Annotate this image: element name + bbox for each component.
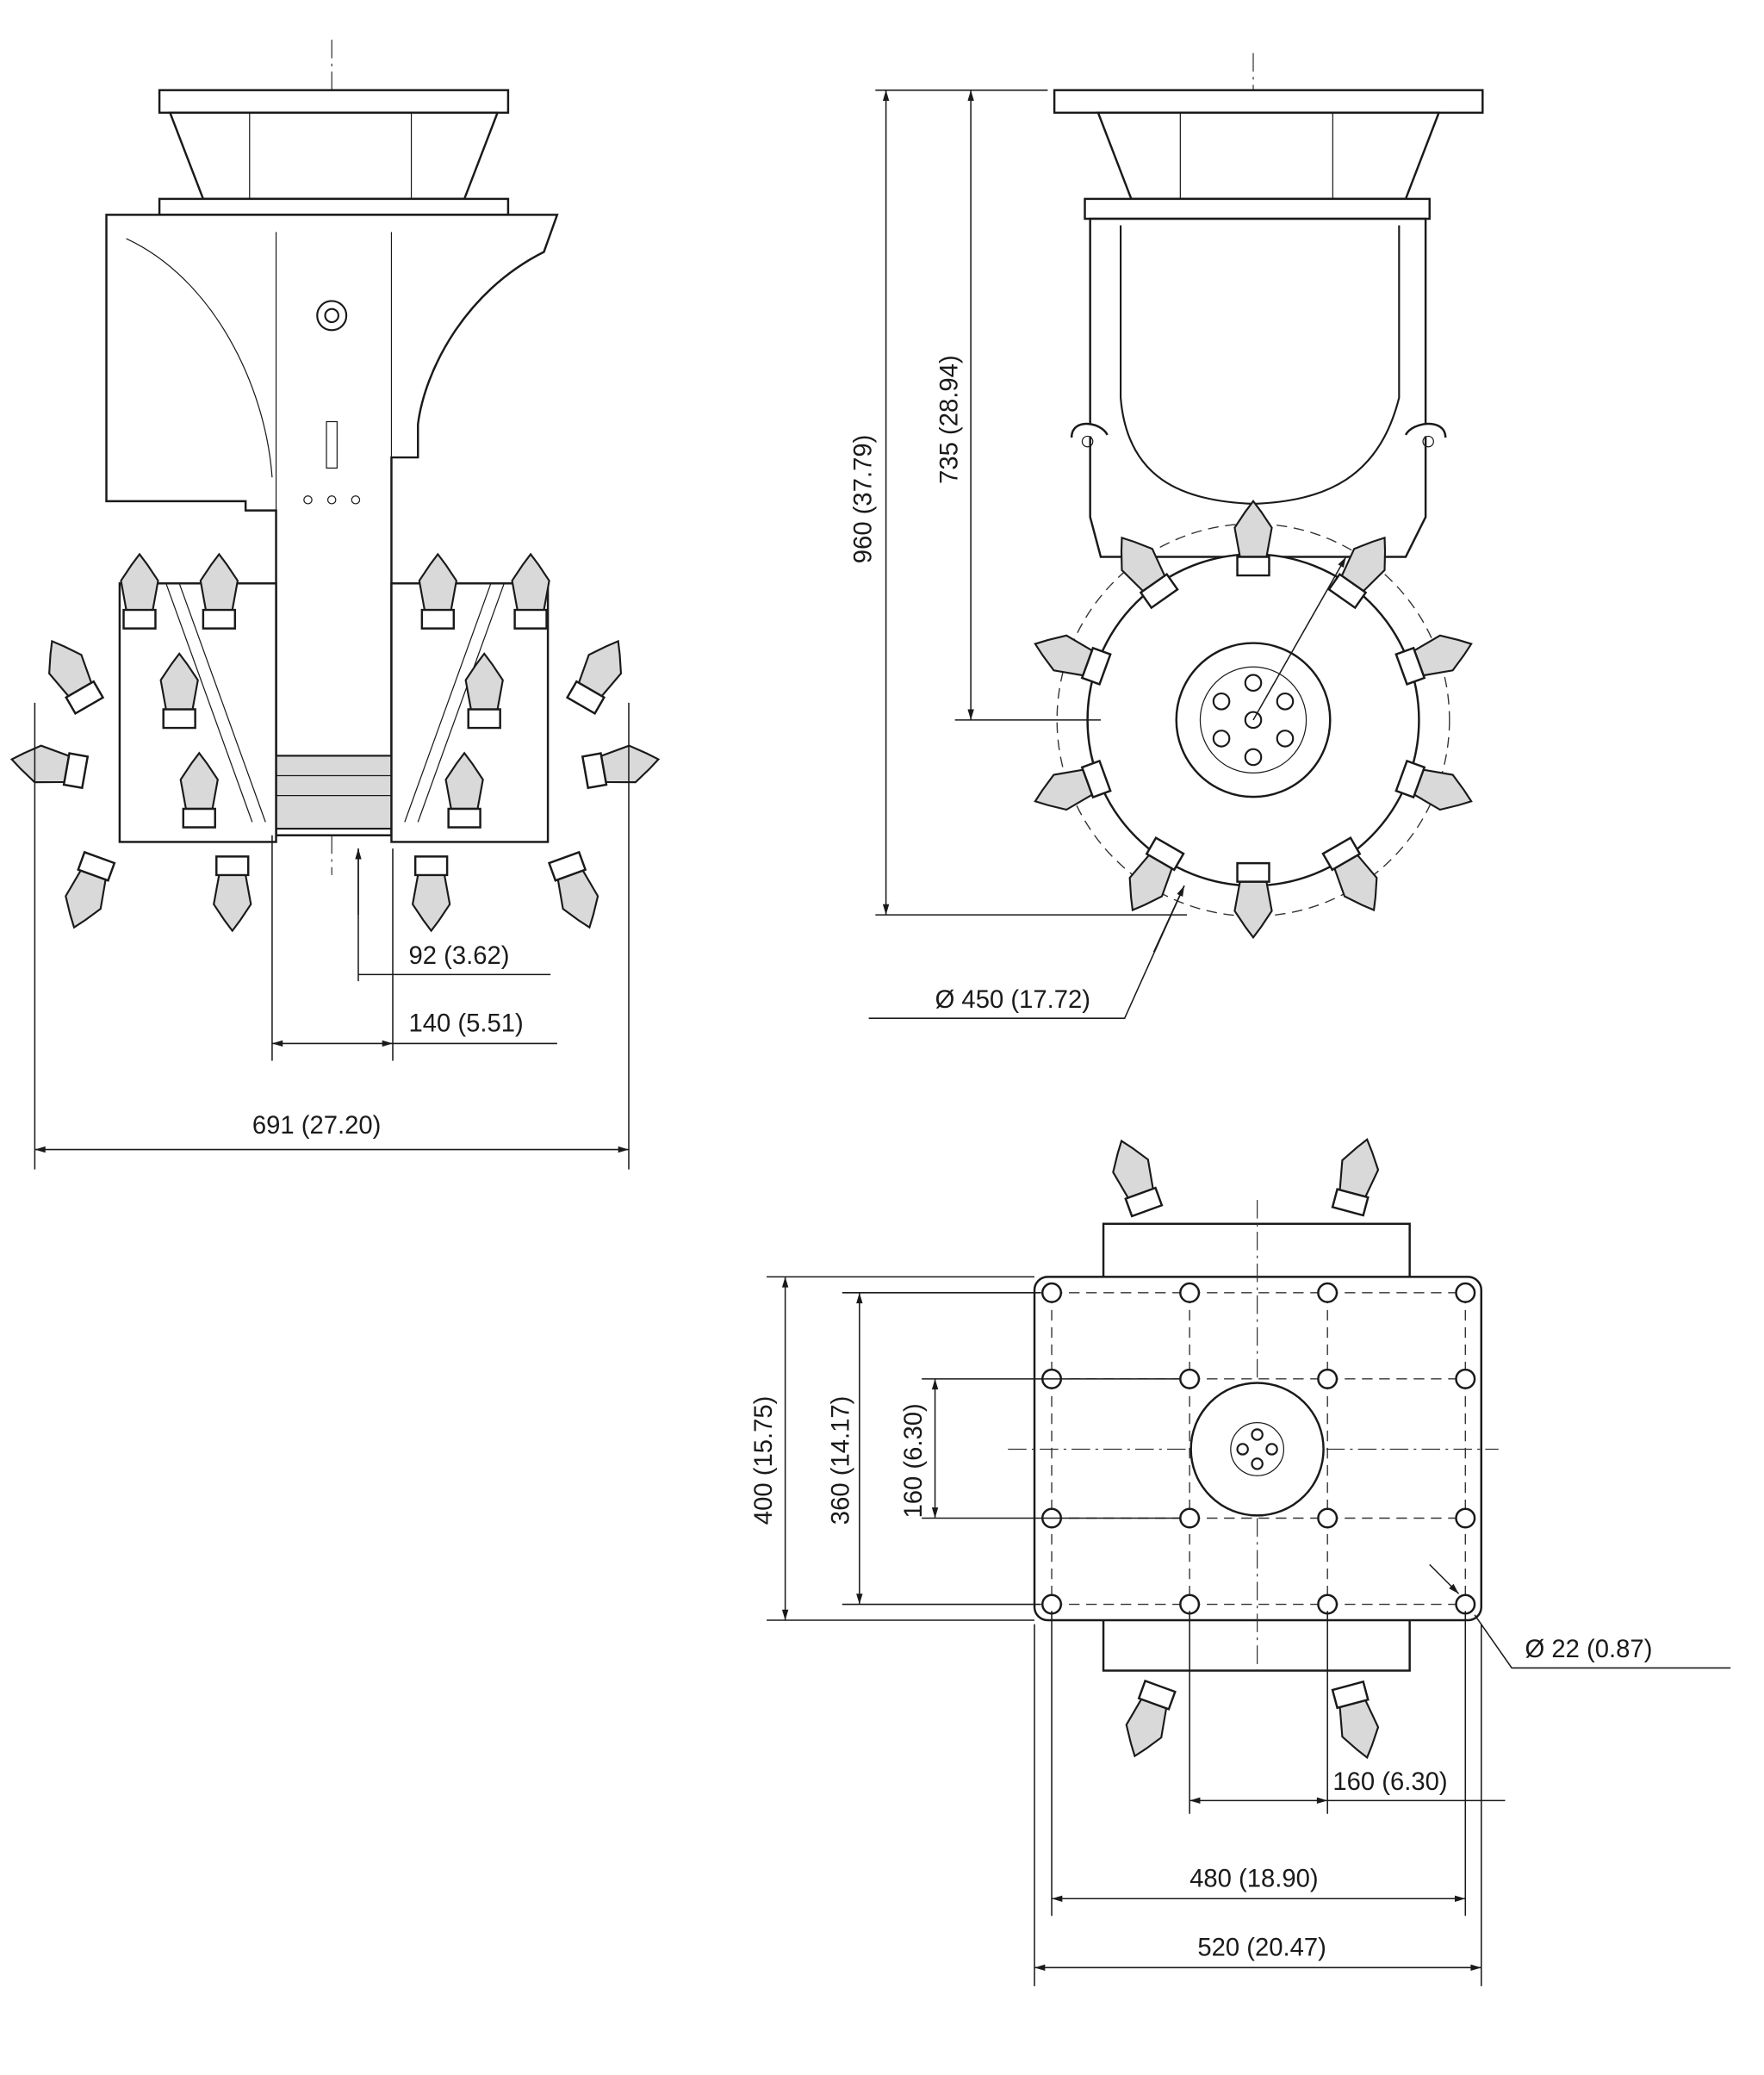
- dim-column-width-label: 140 (5.51): [408, 1010, 523, 1038]
- dim-offset-label: 92 (3.62): [408, 942, 509, 970]
- dim-overall-height-label: 960 (37.79): [850, 435, 878, 564]
- dim-hole-spacing-h-label: 480 (18.90): [1189, 1865, 1319, 1892]
- bottom-view: 400 (15.75) 360 (14.17) 160 (6.30) Ø 22 …: [750, 1134, 1731, 1986]
- dim-drum-diameter-label: Ø 450 (17.72): [935, 986, 1090, 1014]
- dim-hole-spacing-v-label: 360 (14.17): [828, 1396, 855, 1525]
- dim-plate-height-label: 400 (15.75): [750, 1396, 778, 1525]
- dim-axis-height-label: 735 (28.94): [936, 355, 964, 484]
- dim-inner-spacing-v-label: 160 (6.30): [900, 1403, 928, 1518]
- side-view: 960 (37.79) 735 (28.94) Ø 450 (17.72): [850, 53, 1484, 1019]
- dim-inner-spacing-h-label: 160 (6.30): [1332, 1768, 1447, 1796]
- dim-plate-width-label: 520 (20.47): [1197, 1934, 1326, 1961]
- right-cutter-drum: [390, 553, 663, 935]
- front-view: 92 (3.62) 140 (5.51) 691 (27.20): [7, 40, 663, 1170]
- mounting-holes: [1041, 1282, 1476, 1615]
- dim-overall-width-label: 691 (27.20): [252, 1112, 382, 1140]
- dim-hole-diameter-label: Ø 22 (0.87): [1525, 1636, 1653, 1663]
- left-cutter-drum: [7, 553, 277, 935]
